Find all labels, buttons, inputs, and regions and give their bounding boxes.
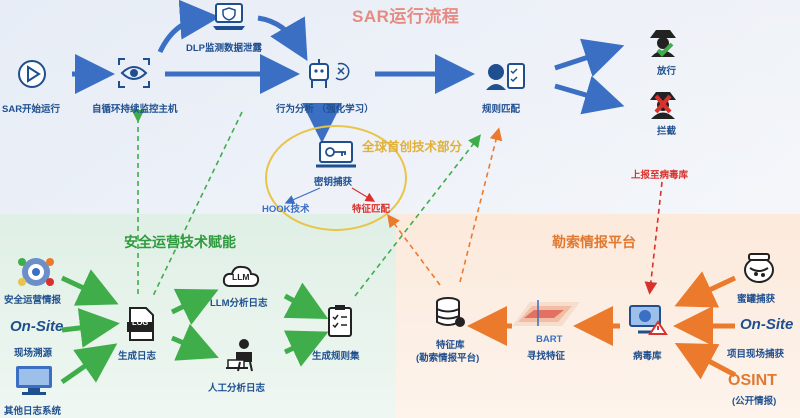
log-badge: LOG bbox=[132, 318, 149, 327]
start-label: SAR开始运行 bbox=[2, 104, 61, 115]
dlp-label: DLP监测数据泄露 bbox=[186, 43, 263, 54]
bart-chart-icon bbox=[512, 300, 580, 326]
source-onsite-label: 现场溯源 bbox=[14, 348, 53, 359]
log-monitor-icon bbox=[16, 366, 52, 395]
tech-core-ellipse bbox=[265, 125, 407, 231]
onsite-logo: On-Site bbox=[10, 318, 64, 335]
source-other-label: 其他日志系统 bbox=[4, 406, 62, 417]
log-file-icon bbox=[127, 307, 154, 341]
arrow-rule-to-block bbox=[554, 75, 625, 115]
onsite-logo-right: On-Site bbox=[740, 316, 794, 333]
bart-label: BART bbox=[536, 334, 563, 345]
feature-match-label: 特征匹配 bbox=[352, 204, 391, 215]
diagram-title: SAR运行流程 bbox=[352, 7, 460, 26]
project-capture-label: 项目现场捕获 bbox=[727, 349, 785, 360]
key-capture-label: 密钥捕获 bbox=[314, 177, 353, 188]
block-spy-icon bbox=[650, 92, 676, 119]
honeypot-label: 蜜罐捕获 bbox=[737, 294, 776, 305]
arrow-other-to-log bbox=[60, 343, 118, 385]
manual-log-label: 人工分析日志 bbox=[208, 383, 266, 394]
arrow-key-to-feature bbox=[351, 187, 376, 202]
feature-db-sub-label: (勒索情报平台) bbox=[416, 353, 480, 364]
arrow-osint-to-virusdb bbox=[674, 342, 737, 380]
arrow-monitor-to-dlp bbox=[157, 0, 220, 54]
security-ops-title: 安全运营技术赋能 bbox=[124, 234, 236, 250]
virus-db-icon bbox=[629, 305, 668, 335]
arrow-log-to-llm bbox=[170, 288, 219, 325]
arrow-rule-to-allow bbox=[554, 38, 625, 77]
robot-analysis-icon bbox=[309, 59, 350, 88]
source-intel-label: 安全运营情报 bbox=[4, 295, 62, 306]
feature-db-label: 特征库 bbox=[436, 340, 465, 351]
behavior-label: 行为分析 （强化学习） bbox=[276, 104, 374, 115]
ransom-intel-title: 勒索情报平台 bbox=[552, 234, 636, 250]
arrow-manual-to-rules bbox=[283, 330, 329, 367]
llm-cloud-icon bbox=[222, 265, 260, 287]
dash-rules-to-match bbox=[354, 134, 481, 297]
laptop-shield-icon bbox=[213, 3, 245, 30]
monitor-label: 自循环持续监控主机 bbox=[92, 104, 178, 115]
manual-analyst-icon bbox=[226, 339, 253, 372]
security-intel-icon bbox=[18, 258, 54, 286]
arrow-key-to-hook bbox=[284, 187, 321, 204]
dash-behavior-to-log bbox=[151, 111, 243, 299]
bart-sub-label: 寻找特征 bbox=[527, 351, 566, 362]
dash-featuredb-to-match bbox=[459, 127, 503, 283]
osint-logo: OSINT bbox=[728, 372, 777, 389]
key-capture-icon bbox=[316, 141, 356, 168]
osint-label: (公开情报) bbox=[732, 396, 777, 407]
arrow-report-to-virusdb bbox=[644, 181, 663, 295]
dash-featuredb-to-core bbox=[387, 214, 441, 286]
llm-badge: LLM bbox=[232, 272, 250, 282]
play-icon bbox=[18, 60, 46, 88]
report-label: 上报至病毒库 bbox=[631, 170, 689, 181]
generate-log-label: 生成日志 bbox=[118, 351, 157, 362]
rule-set-icon bbox=[328, 305, 352, 337]
allow-label: 放行 bbox=[657, 66, 677, 77]
rule-set-label: 生成规则集 bbox=[312, 351, 360, 362]
arrow-llm-to-rules bbox=[283, 282, 329, 320]
rule-match-label: 规则匹配 bbox=[482, 104, 521, 115]
arrow-honeypot-to-virusdb bbox=[674, 271, 737, 308]
arrow-log-to-manual bbox=[171, 323, 219, 361]
llm-log-label: LLM分析日志 bbox=[210, 298, 268, 309]
arrow-onsite-to-log bbox=[61, 308, 120, 348]
allow-spy-icon bbox=[650, 30, 676, 57]
honeypot-icon bbox=[744, 253, 774, 283]
virus-db-label: 病毒库 bbox=[633, 351, 662, 362]
feature-db-icon bbox=[436, 297, 465, 327]
arrow-dlp-to-behavior bbox=[257, 15, 308, 61]
block-label: 拦截 bbox=[657, 126, 677, 137]
arrow-intel-to-log bbox=[60, 269, 119, 306]
hook-label: HOOK技术 bbox=[262, 204, 310, 215]
rule-match-icon bbox=[486, 63, 525, 90]
tech-core-label: 全球首创技术部分 bbox=[362, 140, 463, 154]
eye-monitor-icon bbox=[118, 58, 150, 88]
